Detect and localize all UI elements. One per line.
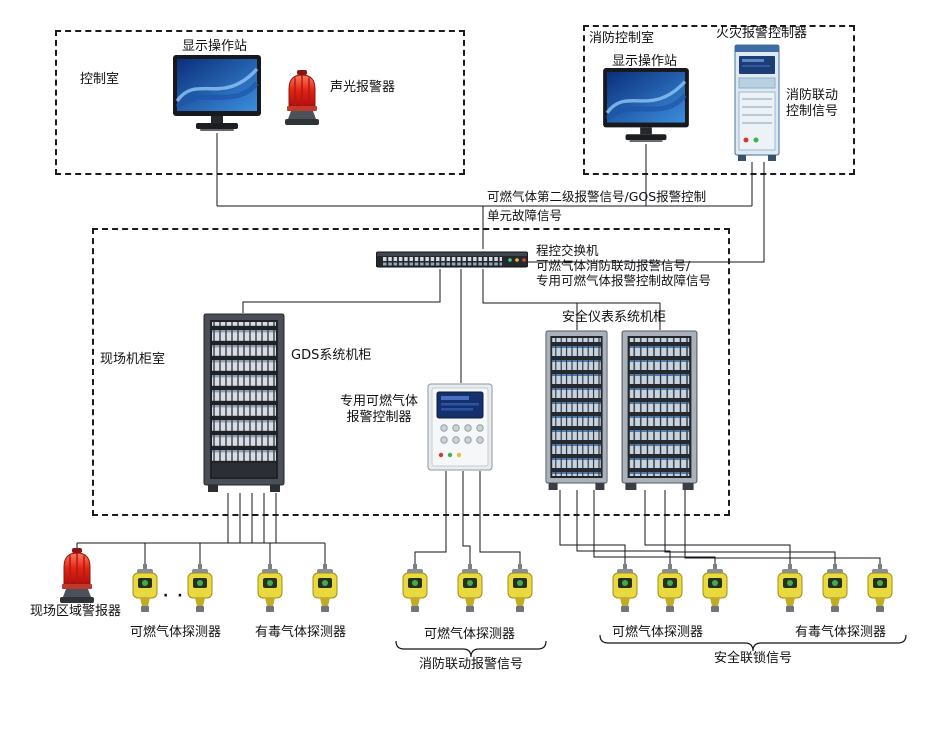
gas-detector xyxy=(183,564,217,614)
dedicated-controller-line1: 专用可燃气体 xyxy=(339,394,418,409)
dedicated-controller-line2: 报警控制器 xyxy=(346,409,412,425)
sis-cabinet-right xyxy=(621,330,698,490)
gas-detector xyxy=(863,564,897,614)
fire-control-room-label: 消防控制室 xyxy=(589,31,655,46)
fire-linkage-brace xyxy=(395,640,547,658)
gas-detector xyxy=(253,564,287,614)
gas-detector xyxy=(453,564,487,614)
gas-detector xyxy=(773,564,807,614)
group5-toxic-label: 有毒气体探测器 xyxy=(795,625,887,640)
control-room-label: 控制室 xyxy=(80,72,120,87)
group1-combustible-label: 可燃气体探测器 xyxy=(130,625,222,640)
field-area-alarm xyxy=(57,548,97,606)
group2-toxic-label: 有毒气体探测器 xyxy=(255,625,347,640)
fire-operator-station-monitor xyxy=(602,68,690,144)
field-cabinet-room-box xyxy=(92,228,730,516)
detector-ellipsis: · · xyxy=(163,588,185,604)
gas-detector xyxy=(128,564,162,614)
second-level-alarm-text: 可燃气体第二级报警信号/GOS报警控制 xyxy=(487,189,707,204)
field-area-alarm-label: 现场区域警报器 xyxy=(30,604,122,619)
sis-cabinet-label: 安全仪表系统机柜 xyxy=(562,310,667,325)
fire-linkage-signal-label: 消防联动报警信号 xyxy=(419,657,524,672)
fire-linkage-control-line1: 消防联动 xyxy=(786,88,839,103)
gas-detector xyxy=(398,564,432,614)
group4-combustible-label: 可燃气体探测器 xyxy=(612,625,704,640)
safety-interlock-brace xyxy=(599,634,907,652)
gds-cabinet-label: GDS系统机柜 xyxy=(291,348,372,363)
operator-station-monitor xyxy=(172,55,262,133)
gas-detector xyxy=(608,564,642,614)
unit-fault-text: 单元故障信号 xyxy=(487,208,563,223)
program-controlled-switch xyxy=(376,249,528,269)
sis-cabinet-left xyxy=(545,330,608,490)
fire-alarm-controller-cabinet xyxy=(734,44,780,162)
fire-alarm-controller-label: 火灾报警控制器 xyxy=(716,26,808,41)
gas-detector xyxy=(698,564,732,614)
control-room-box xyxy=(55,30,465,175)
gds-system-cabinet xyxy=(202,313,286,493)
brace-group xyxy=(395,634,907,658)
audible-visual-alarm-label: 声光报警器 xyxy=(330,80,396,95)
dedicated-gas-alarm-controller xyxy=(427,383,493,471)
signal-wires xyxy=(76,133,881,566)
dedicated-controller-label: 专用可燃气体 报警控制器 xyxy=(334,394,424,425)
fire-operator-station-label: 显示操作站 xyxy=(612,54,678,69)
gas-detector xyxy=(503,564,537,614)
fire-linkage-control-signal-label: 消防联动 控制信号 xyxy=(786,88,838,119)
fire-control-room-box xyxy=(583,25,855,175)
audible-visual-alarm xyxy=(282,70,322,128)
gas-detector xyxy=(653,564,687,614)
dedicated-fault-text: 专用可燃气体报警控制故障信号 xyxy=(536,273,712,288)
group3-combustible-label: 可燃气体探测器 xyxy=(424,627,516,642)
safety-interlock-signal-label: 安全联锁信号 xyxy=(714,651,793,666)
operator-station-label: 显示操作站 xyxy=(182,39,248,54)
fire-linkage-control-line2: 控制信号 xyxy=(786,103,839,119)
fire-linkage-alarm-text: 可燃气体消防联动报警信号/ xyxy=(536,258,691,273)
switch-label: 程控交换机 xyxy=(536,243,599,258)
field-cabinet-room-label: 现场机柜室 xyxy=(100,352,166,367)
gas-detector xyxy=(308,564,342,614)
gas-detector xyxy=(818,564,852,614)
